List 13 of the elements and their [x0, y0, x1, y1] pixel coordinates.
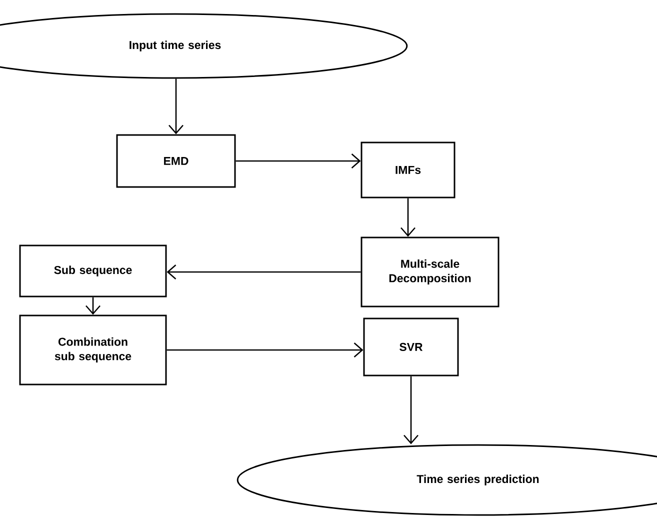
arrow — [168, 78, 184, 134]
arrow — [166, 264, 361, 280]
arrow — [166, 342, 364, 358]
process-box: SVR — [363, 318, 459, 376]
process-box: Multi-scale Decomposition — [360, 236, 500, 308]
arrow — [86, 297, 100, 315]
arrow — [236, 154, 361, 168]
arrow — [404, 376, 418, 444]
arrow — [400, 198, 416, 237]
process-box: Combination sub sequence — [19, 314, 167, 386]
process-box: Sub sequence — [19, 244, 167, 298]
process-box: EMD — [116, 134, 236, 188]
process-box: IMFs — [360, 142, 456, 198]
